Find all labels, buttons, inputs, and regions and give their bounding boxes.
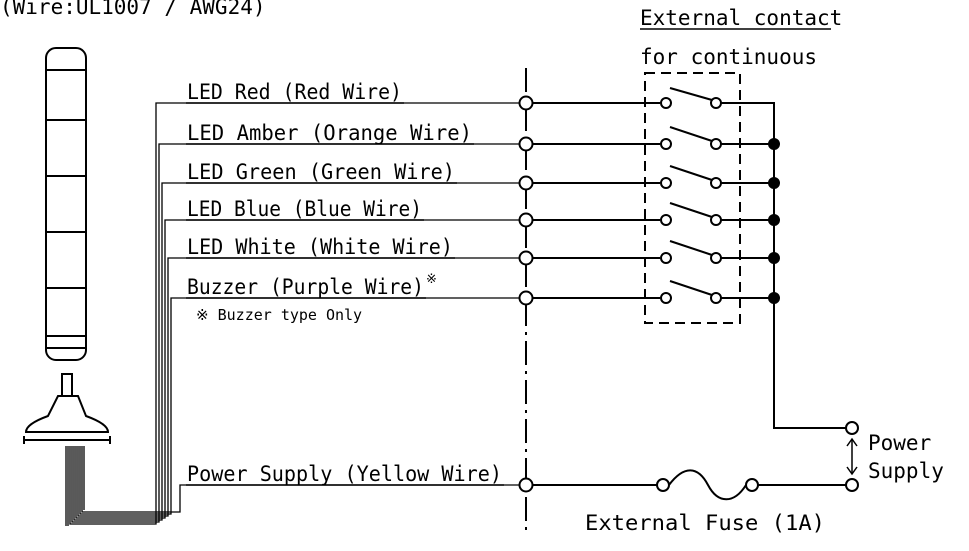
wire-label-white: LED White (White Wire) xyxy=(187,235,453,259)
label-underlines xyxy=(186,28,831,486)
wire-label-red: LED Red (Red Wire) xyxy=(187,80,402,104)
power-wire-label: Power Supply (Yellow Wire) xyxy=(187,462,502,486)
external-contact-subtitle: for continuous xyxy=(640,45,817,69)
power-line xyxy=(533,469,846,501)
power-terminal-bottom xyxy=(845,478,859,492)
switch xyxy=(660,126,722,150)
switch xyxy=(660,87,722,109)
header-wire-spec: (Wire:UL1007 / AWG24) xyxy=(0,0,266,19)
external-contact-title: External contact xyxy=(640,6,842,30)
tower-pole xyxy=(61,373,73,397)
fuse-terminal xyxy=(745,478,759,492)
fuse-label: External Fuse (1A) xyxy=(585,511,825,535)
power-supply-label-line2: Supply xyxy=(868,459,944,483)
switch xyxy=(660,202,722,226)
junction-dot xyxy=(768,138,780,150)
tower-base xyxy=(24,395,110,433)
wire-label-blue: LED Blue (Blue Wire) xyxy=(187,197,422,221)
wire-label-buzzer: Buzzer (Purple Wire) xyxy=(187,275,424,299)
terminal xyxy=(518,95,534,111)
terminal-circles xyxy=(518,95,534,493)
terminal xyxy=(518,290,534,306)
switch-output-lines xyxy=(721,102,848,429)
power-terminal-top xyxy=(845,421,859,435)
switch xyxy=(660,240,722,264)
switch xyxy=(660,280,722,304)
buzzer-note: ※ Buzzer type Only xyxy=(196,306,362,324)
wire-label-green: LED Green (Green Wire) xyxy=(187,160,455,184)
signal-tower xyxy=(23,47,111,444)
external-contact-box xyxy=(644,72,741,324)
junction-dots xyxy=(768,138,780,304)
switch-contacts xyxy=(660,87,722,304)
terminal xyxy=(518,477,534,493)
fuse-terminal xyxy=(656,478,670,492)
tower-body xyxy=(45,47,87,361)
terminal xyxy=(518,212,534,228)
wire-labels: (Wire:UL1007 / AWG24) External contact f… xyxy=(0,0,944,535)
terminal xyxy=(518,136,534,152)
terminal xyxy=(518,250,534,266)
terminal xyxy=(518,175,534,191)
junction-dot xyxy=(768,177,780,189)
switch xyxy=(660,165,722,189)
terminal-to-switch-lines xyxy=(533,102,660,299)
junction-dot xyxy=(768,252,780,264)
wire-label-amber: LED Amber (Orange Wire) xyxy=(187,121,472,145)
junction-dot xyxy=(768,292,780,304)
fuse-symbol xyxy=(668,469,747,501)
power-arrow xyxy=(846,437,858,476)
junction-dot xyxy=(768,214,780,226)
buzzer-mark: ※ xyxy=(426,272,437,287)
power-supply-label-line1: Power xyxy=(868,431,931,455)
